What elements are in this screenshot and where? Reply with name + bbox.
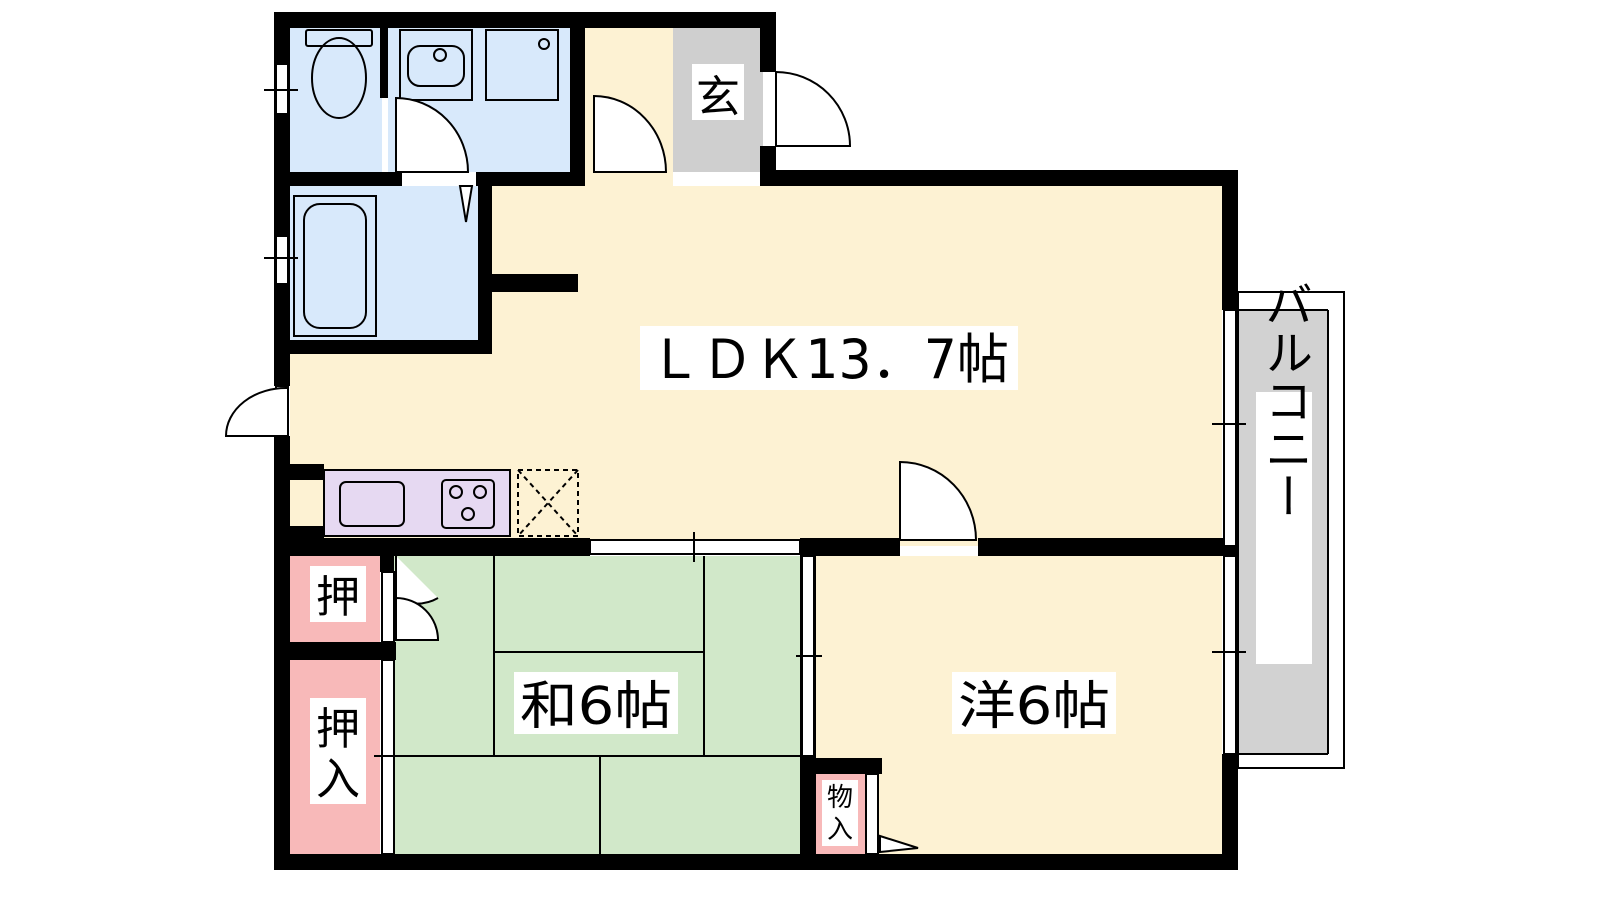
kitchen-counter	[323, 469, 511, 537]
tatami-grid	[394, 556, 806, 854]
walls	[274, 12, 1238, 870]
hall-door-swing	[593, 94, 668, 173]
mono-door	[865, 773, 879, 855]
fixtures	[293, 29, 579, 537]
toilet-floor	[290, 28, 382, 172]
burner-icon	[449, 485, 463, 499]
oshi-label: 押	[316, 572, 360, 623]
bath-door-mark	[458, 185, 474, 223]
genkan-label: 玄	[696, 72, 740, 123]
bathroom-floor	[290, 186, 478, 340]
mono-label-2: 入	[827, 815, 853, 845]
window-youshitsu-balcony	[1223, 555, 1237, 755]
windows	[275, 63, 1237, 855]
toilet-fixture	[305, 29, 373, 119]
oshi-door-swing	[395, 596, 440, 641]
washitsu-label: 和6帖	[520, 677, 672, 737]
sliding-door-oshi	[381, 571, 395, 643]
room-labels: ＬＤＫ13．7帖 和6帖 洋6帖 玄 バルコニー 押 押 入 物 入	[316, 72, 1312, 845]
burner-icon	[473, 485, 487, 499]
window-ldk-balcony	[1223, 309, 1237, 547]
washing-machine-space	[485, 29, 559, 101]
washroom-door-swing	[395, 96, 470, 173]
balcony-rail	[1237, 291, 1345, 769]
window-bath	[275, 235, 289, 285]
mono-label-1: 物	[827, 783, 853, 813]
door-swings	[224, 70, 978, 854]
oshiire-label-2: 入	[316, 754, 360, 805]
bathtub-fixture	[293, 195, 377, 337]
washbasin-fixture	[399, 29, 473, 101]
refrigerator-space	[517, 469, 579, 537]
mono-door-mark	[879, 834, 919, 854]
kitchen-sink	[339, 481, 405, 527]
youshitsu-door-swing	[899, 460, 978, 541]
oshiire-label-1: 押	[316, 704, 360, 755]
front-door-swing	[775, 70, 852, 147]
balcony-label: バルコニー	[1256, 280, 1312, 520]
burner-icon	[461, 507, 475, 521]
side-door-swing	[224, 386, 289, 437]
ldk-label: ＬＤＫ13．7帖	[649, 328, 1009, 391]
label-backgrounds	[310, 64, 1312, 846]
youshitsu-label: 洋6帖	[958, 677, 1110, 737]
stove	[441, 479, 495, 529]
